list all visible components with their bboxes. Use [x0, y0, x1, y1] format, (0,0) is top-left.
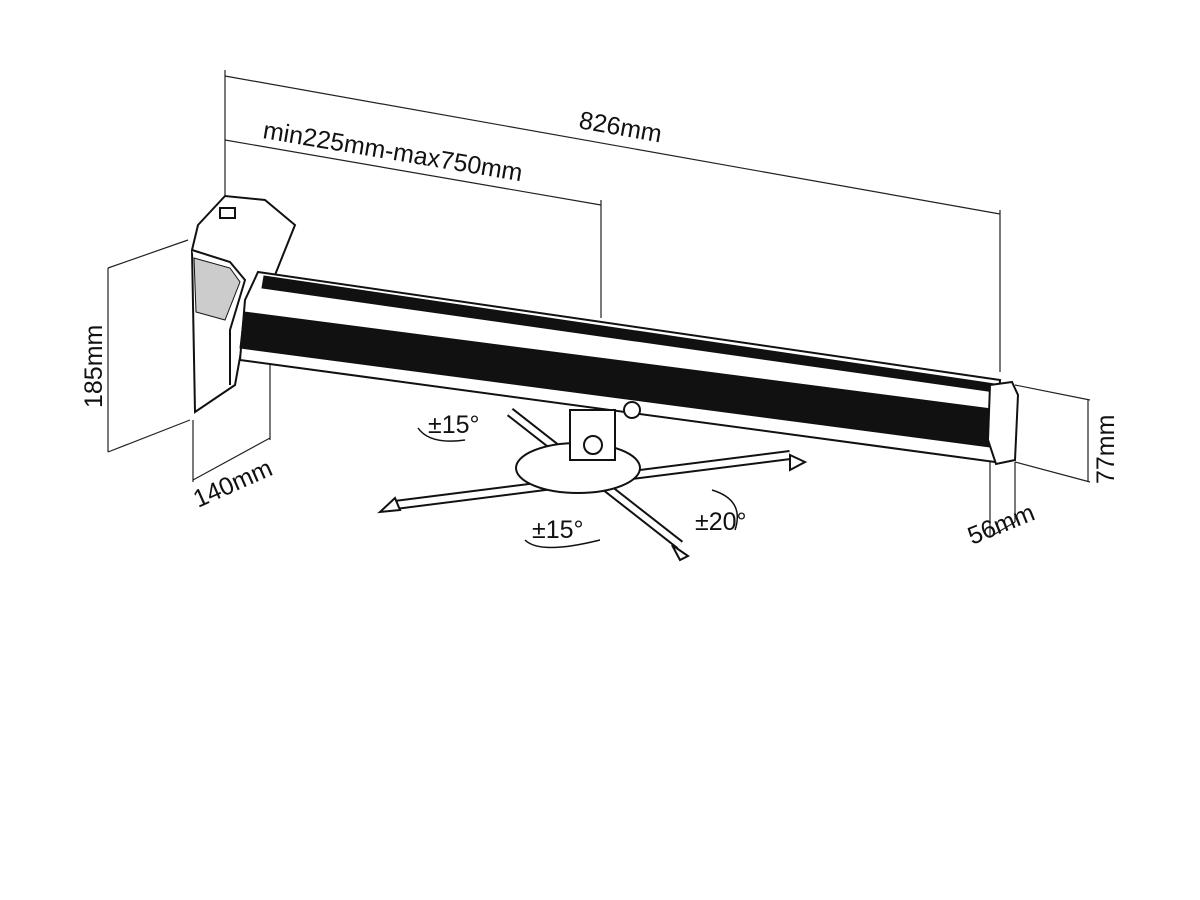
label-826mm: 826mm: [577, 106, 664, 148]
label-56mm: 56mm: [964, 499, 1039, 551]
label-77mm: 77mm: [1092, 415, 1120, 484]
wall-plate: [190, 194, 297, 414]
label-185mm: 185mm: [80, 325, 108, 408]
projector-bracket: [377, 401, 808, 562]
label-swivel-top: ±15°: [428, 411, 480, 439]
dimension-140: [192, 365, 271, 482]
extension-arm: [238, 270, 1020, 466]
dimension-extension: [224, 139, 602, 318]
label-tilt: ±20°: [695, 508, 747, 536]
dimension-826: [224, 70, 1001, 372]
label-140mm: 140mm: [189, 454, 277, 513]
dimension-77: [1014, 384, 1091, 483]
label-extension-range: min225mm-max750mm: [261, 116, 525, 187]
rotate-arrow-icon: [417, 427, 739, 549]
dimension-185: [107, 239, 191, 453]
label-swivel-bottom: ±15°: [532, 516, 584, 544]
dimension-56: [989, 462, 1016, 538]
